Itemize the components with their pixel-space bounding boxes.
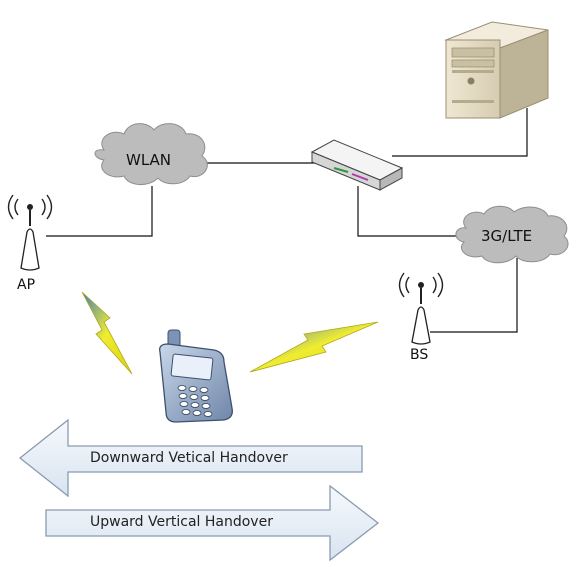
connection-lines: [46, 108, 528, 333]
ap-label: AP: [17, 277, 36, 293]
server-icon: [444, 21, 549, 119]
downward-handover-label: Downward Vetical Handover: [90, 450, 288, 466]
bs-antenna-icon: [398, 272, 444, 345]
router-icon: [310, 139, 404, 191]
mobile-phone-icon: [159, 329, 233, 423]
cellular-cloud: [455, 205, 569, 264]
link-cellular-bs: [430, 258, 518, 333]
wlan-label: WLAN: [126, 151, 172, 169]
link-ap-wlan: [46, 186, 153, 237]
wlan-cloud: [94, 123, 208, 185]
link-router-server: [392, 108, 528, 157]
bs-label: BS: [410, 347, 429, 363]
upward-handover-arrow: [45, 484, 380, 562]
lightning-bolt-icon: [249, 321, 379, 373]
lightning-bolt-icon: [81, 291, 133, 375]
cellular-label: 3G/LTE: [481, 227, 533, 245]
ap-antenna-icon: [7, 194, 53, 271]
downward-handover-arrow: [18, 418, 363, 498]
upward-handover-label: Upward Vertical Handover: [90, 514, 273, 530]
link-router-cellular: [357, 186, 462, 237]
